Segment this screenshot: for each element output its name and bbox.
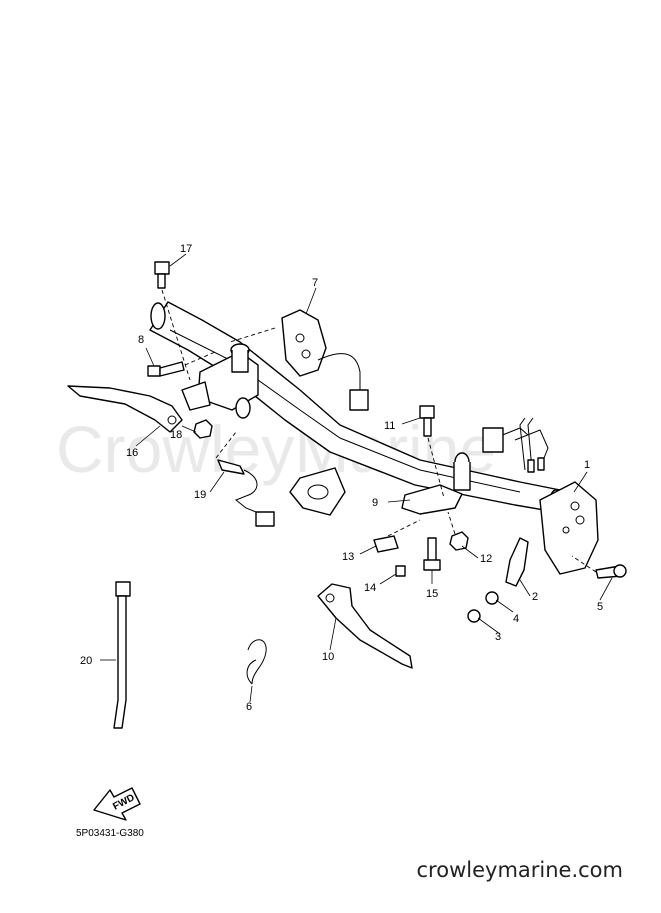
diagram-ref-code: 5P03431-G380	[76, 828, 144, 839]
left-lever	[67, 385, 183, 433]
part-label-16: 16	[126, 447, 138, 459]
part-label-7: 7	[312, 277, 318, 289]
part-label-1: 1	[584, 459, 590, 471]
part-label-13: 13	[342, 551, 354, 563]
left-lever-bracket	[181, 343, 259, 419]
right-lever	[317, 583, 413, 669]
hardware	[147, 261, 627, 623]
cable-clip	[246, 639, 267, 685]
fwd-arrow: FWD	[93, 787, 141, 821]
part-label-5: 5	[597, 601, 603, 613]
part-label-9: 9	[372, 497, 378, 509]
cable-tie	[113, 581, 131, 729]
right-lever-bracket	[401, 452, 471, 515]
part-label-17: 17	[180, 243, 192, 255]
part-label-4: 4	[513, 613, 519, 625]
part-label-14: 14	[364, 582, 376, 594]
part-label-15: 15	[426, 588, 438, 600]
part-label-12: 12	[480, 553, 492, 565]
part-label-3: 3	[495, 631, 501, 643]
leader-lines	[100, 253, 613, 703]
part-label-8: 8	[138, 334, 144, 346]
left-switch-assembly	[229, 309, 369, 411]
brake-switch	[215, 431, 275, 527]
part-label-2: 2	[532, 591, 538, 603]
part-label-18: 18	[170, 429, 182, 441]
part-label-19: 19	[194, 489, 206, 501]
part-labels: 1 2 3 4 5 6 7 8 9 10 11 12 13 14 15 16 1…	[80, 243, 603, 713]
middle-clamp	[289, 467, 346, 516]
part-label-20: 20	[80, 655, 92, 667]
part-label-6: 6	[246, 701, 252, 713]
part-label-10: 10	[322, 651, 334, 663]
part-label-11: 11	[384, 420, 395, 432]
site-url[interactable]: crowleymarine.com	[416, 858, 623, 882]
